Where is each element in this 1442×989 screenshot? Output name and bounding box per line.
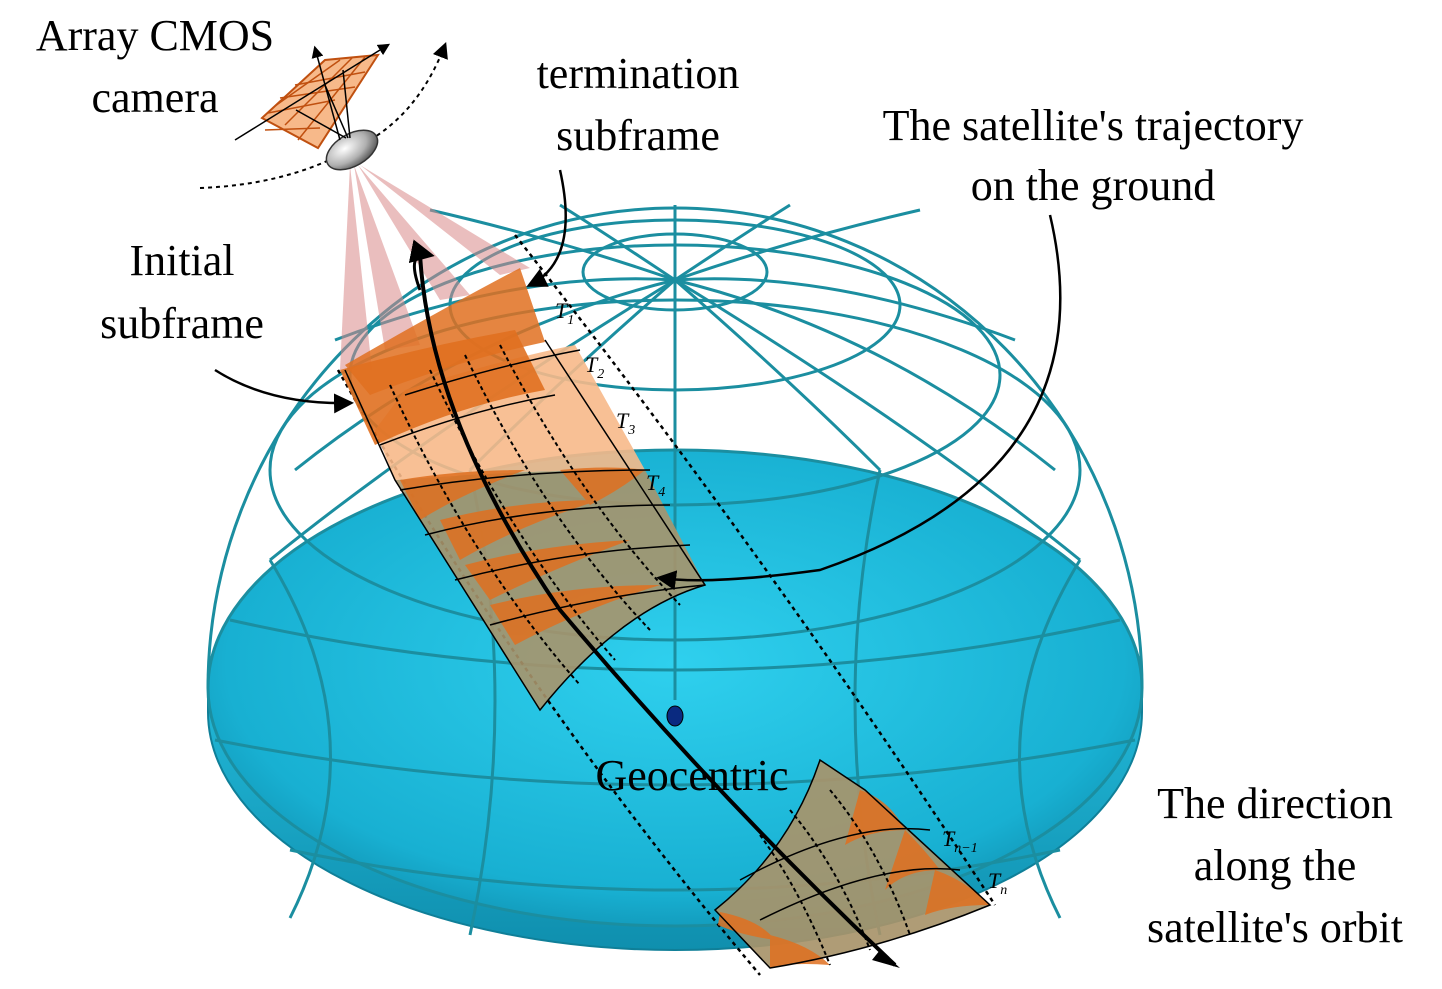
trajectory-label-line1: The satellite's trajectory [883, 101, 1304, 150]
time-label-tn-minus-1: Tn−1 [942, 826, 978, 856]
callout-arrows [214, 169, 1062, 591]
camera-label-line1: Array CMOS [36, 11, 274, 60]
direction-label-line2: along the [1194, 841, 1357, 890]
direction-label-line1: The direction [1157, 779, 1393, 828]
trajectory-callout [656, 214, 1062, 591]
initial-label-line2: subframe [100, 299, 264, 348]
labels: Array CMOS camera termination subframe T… [36, 11, 1403, 952]
geocenter-dot-icon [666, 705, 684, 727]
trajectory-label-line2: on the ground [971, 161, 1215, 210]
termination-label-line1: termination [537, 49, 740, 98]
lower-strip [713, 758, 992, 969]
direction-label-line3: satellite's orbit [1147, 903, 1403, 952]
termination-label-line2: subframe [556, 111, 720, 160]
camera-label-line2: camera [92, 73, 219, 122]
ground-trajectory [418, 254, 897, 967]
geocentric-label: Geocentric [596, 751, 789, 800]
sensor-grid-icon [234, 43, 391, 150]
time-label-t2: T2 [585, 352, 604, 382]
time-label-t4: T4 [646, 470, 665, 500]
termination-subframe [345, 268, 545, 395]
termination-callout [526, 169, 567, 287]
trajectory-start-hook [408, 239, 435, 291]
initial-label-line1: Initial [129, 236, 234, 285]
trajectory-arrowhead [872, 950, 900, 968]
orbit-path-left [199, 154, 341, 189]
overlap-lenses-lower [718, 790, 990, 968]
orbit-path-right [369, 42, 448, 141]
time-label-tn: Tn [988, 868, 1007, 898]
initial-callout [214, 368, 354, 414]
time-label-t1: T1 [555, 298, 574, 328]
overlap-lenses-upper [400, 467, 660, 645]
upper-strip [340, 268, 707, 712]
camera-beam [340, 165, 530, 370]
strip-land-lower [715, 760, 990, 968]
time-label-t3: T3 [616, 408, 635, 438]
